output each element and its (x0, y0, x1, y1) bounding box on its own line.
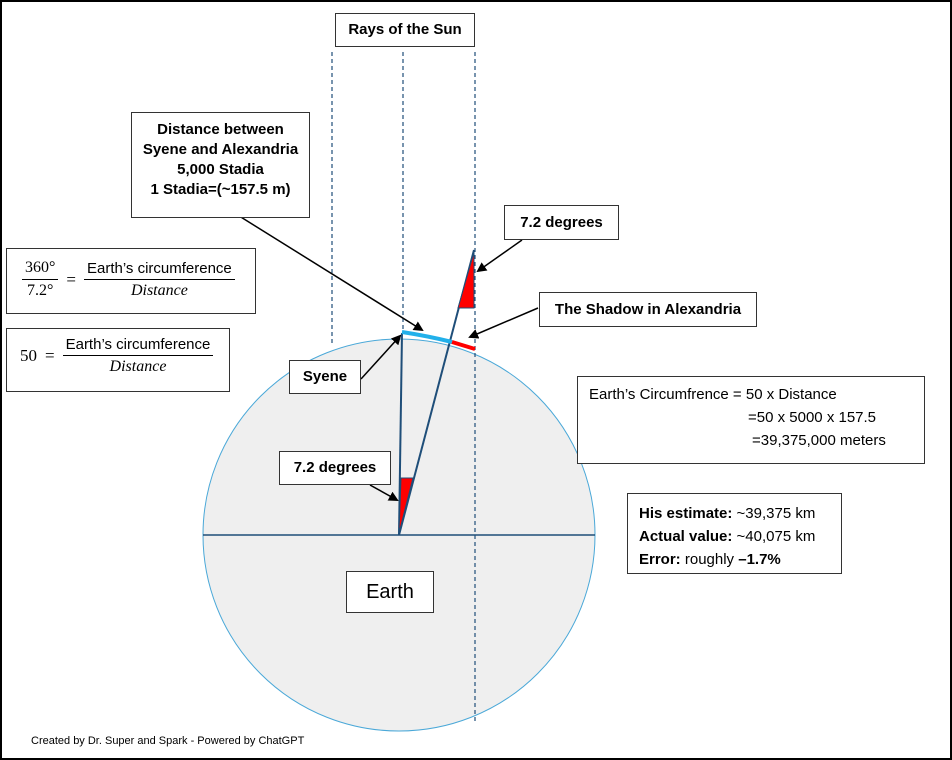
equals-sign: = (45, 346, 55, 365)
angle-center-label: 7.2 degrees (279, 451, 391, 485)
syene-alexandria-arc (401, 330, 453, 344)
earth-label: Earth (346, 571, 434, 613)
error-prefix: roughly (684, 551, 735, 568)
distance-pointer-arrow (235, 213, 424, 332)
his-estimate-row: His estimate: ~39,375 km (639, 502, 841, 525)
estimate-summary-box: His estimate: ~39,375 km Actual value: ~… (627, 493, 842, 574)
ratio-equation-box: 360° 7.2° = Earth’s circumference Distan… (6, 248, 256, 314)
calc-line-1: Earth’s Circumfrence = 50 x Distance (589, 386, 837, 403)
distance-line-4: 1 Stadia=(~157.5 m) (150, 181, 291, 198)
angle-fraction-denominator: 7.2° (27, 282, 54, 299)
calc-line-3: =39,375,000 meters (752, 432, 886, 449)
angle-top-pointer-arrow (476, 239, 523, 273)
actual-value-label: Actual value: (639, 528, 733, 545)
angle-top-label: 7.2 degrees (504, 205, 619, 240)
shadow-label: The Shadow in Alexandria (539, 292, 757, 327)
angle-center-pointer-arrow (369, 484, 399, 501)
his-estimate-value: ~39,375 km (736, 505, 816, 522)
circumference-calculation-box: Earth’s Circumfrence = 50 x Distance =50… (577, 376, 925, 464)
circumference-fraction: Earth’s circumference Distance (62, 336, 214, 376)
fifty-equation: 50 = Earth’s circumference Distance (20, 336, 214, 376)
shadow-arc (451, 340, 476, 351)
syene-pointer-arrow (360, 334, 402, 380)
circumference-fraction-numerator: Earth’s circumference (62, 336, 214, 356)
footer-credit: Created by Dr. Super and Spark - Powered… (31, 735, 305, 747)
distance-line-3: 5,000 Stadia (177, 161, 264, 178)
circumference-fraction-denominator: Distance (130, 281, 188, 299)
ratio-equation: 360° 7.2° = Earth’s circumference Distan… (22, 259, 235, 300)
calc-line-2: =50 x 5000 x 157.5 (748, 409, 877, 426)
circumference-fraction-denominator: Distance (109, 358, 167, 375)
distance-info-box: Distance between Syene and Alexandria 5,… (131, 112, 310, 218)
circumference-fraction-numerator: Earth’s circumference (84, 260, 235, 280)
angle-fraction: 360° 7.2° (22, 259, 59, 300)
rays-of-sun-label: Rays of the Sun (335, 13, 475, 47)
fifty-value: 50 (20, 346, 37, 365)
actual-value-value: ~40,075 km (736, 528, 816, 545)
error-row: Error: roughly –1.7% (639, 548, 841, 571)
his-estimate-label: His estimate: (639, 505, 733, 522)
error-value: –1.7% (738, 551, 781, 568)
fifty-equation-box: 50 = Earth’s circumference Distance (6, 328, 230, 392)
shadow-pointer-arrow (468, 307, 539, 339)
equals-sign: = (66, 269, 76, 289)
actual-value-row: Actual value: ~40,075 km (639, 525, 841, 548)
angle-wedge-top (457, 251, 475, 309)
distance-line-2: Syene and Alexandria (142, 141, 299, 158)
error-label: Error: (639, 551, 681, 568)
syene-radius-line (398, 332, 403, 536)
angle-fraction-numerator: 360° (22, 259, 59, 280)
syene-label: Syene (289, 360, 361, 394)
distance-line-1: Distance between (157, 121, 284, 138)
angle-wedge-center (398, 477, 414, 534)
circumference-fraction: Earth’s circumference Distance (84, 260, 235, 300)
